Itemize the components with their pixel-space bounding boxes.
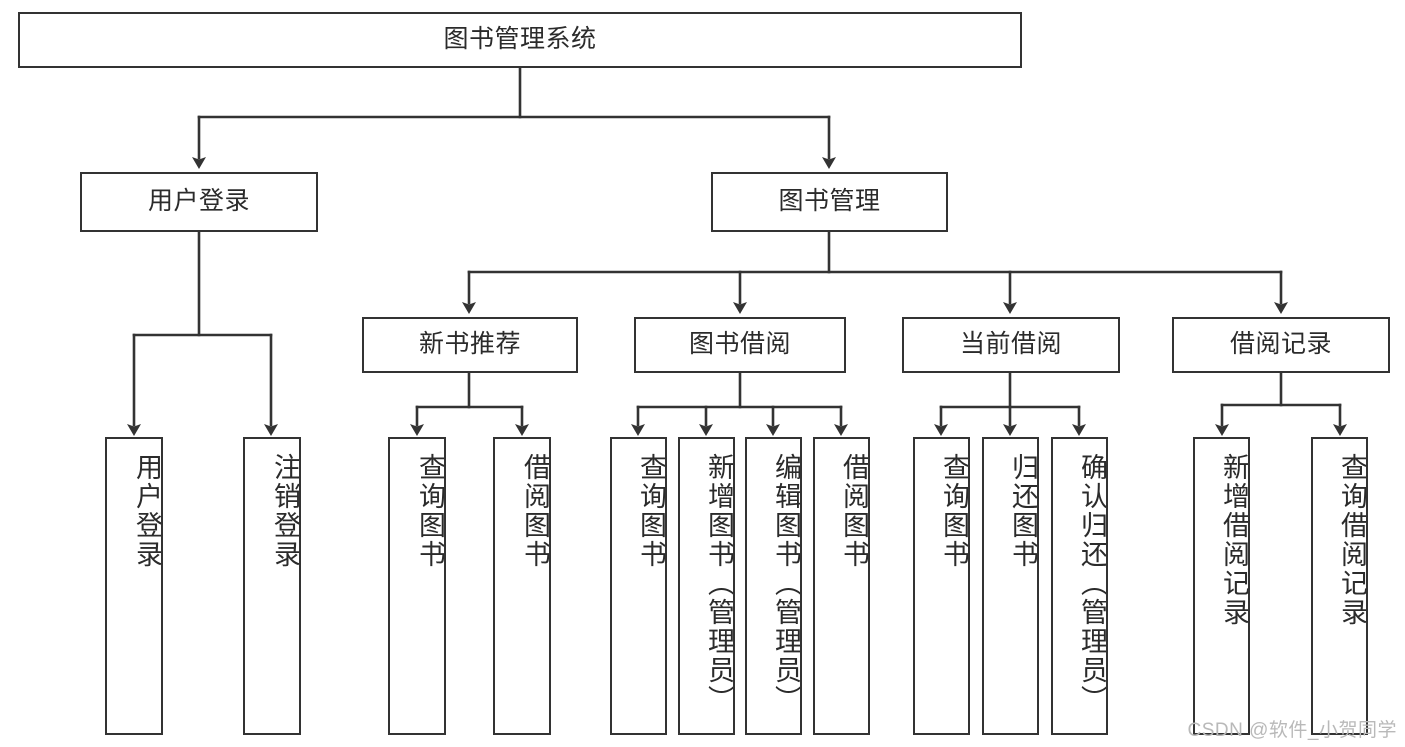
- node-user-login[interactable]: 用户登录: [80, 172, 318, 232]
- node-current-borrow-label: 当前借阅: [959, 330, 1062, 359]
- node-leaf-return-book[interactable]: 归还图书: [982, 437, 1039, 735]
- node-leaf-add-record[interactable]: 新增借阅记录: [1193, 437, 1250, 735]
- node-leaf-query-book-2-label: 查询图书: [636, 453, 666, 569]
- node-leaf-query-record-label: 查询借阅记录: [1337, 453, 1367, 627]
- node-leaf-return-book-label: 归还图书: [1008, 453, 1038, 569]
- node-leaf-confirm-return-label: 确认归还（管理员）: [1077, 453, 1107, 714]
- node-book-borrow-label: 图书借阅: [688, 330, 791, 359]
- node-leaf-query-record[interactable]: 查询借阅记录: [1311, 437, 1368, 735]
- node-leaf-query-book-3[interactable]: 查询图书: [913, 437, 970, 735]
- node-leaf-borrow-book-1[interactable]: 借阅图书: [493, 437, 551, 735]
- node-leaf-borrow-book-2-label: 借阅图书: [839, 453, 869, 569]
- node-leaf-add-book-label: 新增图书（管理员）: [704, 453, 734, 714]
- node-leaf-user-logout-label: 注销登录: [270, 453, 300, 569]
- node-leaf-add-record-label: 新增借阅记录: [1219, 453, 1249, 627]
- node-current-borrow[interactable]: 当前借阅: [902, 317, 1120, 373]
- node-leaf-query-book-1-label: 查询图书: [415, 453, 445, 569]
- node-leaf-borrow-book-1-label: 借阅图书: [520, 453, 550, 569]
- node-book-manage[interactable]: 图书管理: [711, 172, 948, 232]
- node-borrow-record[interactable]: 借阅记录: [1172, 317, 1390, 373]
- node-borrow-record-label: 借阅记录: [1229, 330, 1332, 359]
- node-book-manage-label: 图书管理: [778, 187, 881, 216]
- node-leaf-edit-book-label: 编辑图书（管理员）: [771, 453, 801, 714]
- node-leaf-query-book-1[interactable]: 查询图书: [388, 437, 446, 735]
- node-new-book-recommend[interactable]: 新书推荐: [362, 317, 578, 373]
- node-leaf-user-login[interactable]: 用户登录: [105, 437, 163, 735]
- node-leaf-user-login-label: 用户登录: [132, 453, 162, 569]
- node-leaf-user-logout[interactable]: 注销登录: [243, 437, 301, 735]
- node-book-borrow[interactable]: 图书借阅: [634, 317, 846, 373]
- node-user-login-label: 用户登录: [147, 187, 250, 216]
- node-root-label: 图书管理系统: [443, 25, 597, 54]
- node-leaf-add-book[interactable]: 新增图书（管理员）: [678, 437, 735, 735]
- node-leaf-query-book-3-label: 查询图书: [939, 453, 969, 569]
- node-leaf-edit-book[interactable]: 编辑图书（管理员）: [745, 437, 802, 735]
- node-leaf-query-book-2[interactable]: 查询图书: [610, 437, 667, 735]
- node-root[interactable]: 图书管理系统: [18, 12, 1022, 68]
- node-new-book-recommend-label: 新书推荐: [418, 330, 521, 359]
- node-leaf-confirm-return[interactable]: 确认归还（管理员）: [1051, 437, 1108, 735]
- node-leaf-borrow-book-2[interactable]: 借阅图书: [813, 437, 870, 735]
